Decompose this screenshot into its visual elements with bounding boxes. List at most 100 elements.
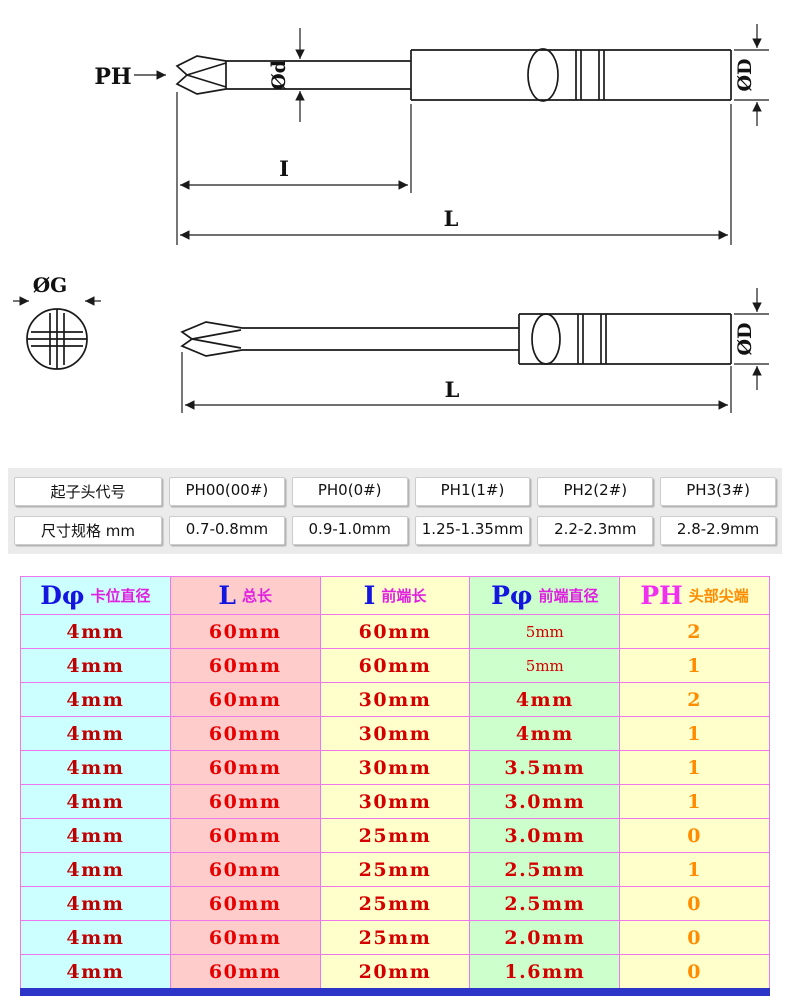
size-cell: 4mm [20, 954, 171, 993]
ball-groove-ellipse [527, 48, 559, 102]
size-cell: 25mm [319, 886, 471, 921]
size-cell: 0 [619, 818, 770, 853]
size-cell: 4mm [20, 648, 171, 683]
size-cell: 1 [619, 648, 770, 683]
size-cell: 0 [619, 886, 770, 921]
size-cell: 2.5mm [469, 886, 621, 921]
size-cell: 60mm [169, 818, 321, 853]
size-cell: 3.0mm [469, 818, 621, 853]
spec-value-cell: PH2(2#) [537, 477, 654, 506]
size-cell: 60mm [169, 852, 321, 887]
header-label: 卡位直径 [90, 587, 151, 605]
bit-cross-section: ØG [13, 273, 101, 370]
spec-value-cell: 2.8-2.9mm [660, 516, 776, 545]
spec-row-label: 起子头代号 [14, 477, 162, 506]
size-cell: 0 [619, 920, 770, 955]
tip-flute-line [191, 338, 242, 349]
size-cell: 5mm [469, 648, 621, 683]
size-cell: 5mm [469, 614, 621, 649]
size-column-header: I 前端长 [319, 576, 471, 615]
spec-value-cell: 0.9-1.0mm [291, 516, 408, 545]
header-label: 前端直径 [538, 587, 599, 605]
header-label: 头部尖端 [688, 587, 749, 605]
spec-value-cell: PH3(3#) [660, 477, 776, 506]
tip-flute-line [186, 62, 227, 76]
bit-tip [180, 321, 243, 357]
spec-value-cell: 1.25-1.35mm [414, 516, 531, 545]
size-cell: 25mm [319, 818, 471, 853]
header-label: 总长 [241, 587, 272, 605]
spec-value-cell: PH1(1#) [414, 477, 531, 506]
i-dim-label: I [279, 156, 289, 181]
size-cell: 60mm [169, 614, 321, 649]
ball-groove-ellipse [531, 313, 561, 365]
l2-dim-label: L [445, 377, 460, 402]
size-cell: 30mm [319, 784, 471, 819]
size-cell: 4mm [20, 614, 171, 649]
size-cell: 4mm [469, 682, 621, 717]
size-cell: 60mm [169, 750, 321, 785]
size-cell: 60mm [169, 920, 321, 955]
og-label: ØG [33, 273, 68, 297]
size-cell: 1 [619, 750, 770, 785]
size-cell: 4mm [20, 750, 171, 785]
size-cell: 1 [619, 716, 770, 751]
size-cell: 2.0mm [469, 920, 621, 955]
size-column-header: Pφ 前端直径 [469, 576, 621, 615]
size-cell: 4mm [20, 818, 171, 853]
bit-tip [175, 55, 227, 95]
size-column-header: L 总长 [169, 576, 321, 615]
od-big-label: ØD [734, 58, 756, 91]
size-cell: 4mm [20, 682, 171, 717]
ph-label: PH [94, 64, 131, 90]
spec-value-cell: PH00(00#) [169, 477, 285, 506]
size-cell: 60mm [169, 784, 321, 819]
size-cell: 25mm [319, 852, 471, 887]
size-cell: 2.5mm [469, 852, 621, 887]
header-code: L [218, 581, 236, 610]
size-cell: 1 [619, 784, 770, 819]
bit-side-view-bottom: ØD L [180, 288, 769, 413]
header-code: Pφ [491, 581, 533, 610]
size-cell: 4mm [20, 852, 171, 887]
size-cell: 30mm [319, 682, 471, 717]
spec-value-cell: 0.7-0.8mm [169, 516, 285, 545]
size-cell: 0 [619, 954, 770, 993]
spec-row-label: 尺寸规格 mm [14, 516, 162, 545]
size-cell: 4mm [20, 784, 171, 819]
size-cell: 25mm [319, 920, 471, 955]
size-cell: 30mm [319, 750, 471, 785]
bit-technical-drawing: PH Ød [0, 0, 790, 460]
size-cell: 1.6mm [469, 954, 621, 993]
size-cell: 4mm [469, 716, 621, 751]
size-cell: 60mm [319, 614, 471, 649]
od-small-label: Ød [268, 60, 290, 90]
size-cell: 2 [619, 614, 770, 649]
header-code: I [363, 581, 376, 610]
header-label: 前端长 [381, 587, 427, 605]
spec-value-cell: 2.2-2.3mm [537, 516, 654, 545]
size-cell: 60mm [169, 682, 321, 717]
size-cell: 60mm [169, 886, 321, 921]
l-dim-label: L [444, 206, 459, 231]
size-cell: 4mm [20, 886, 171, 921]
size-cell: 30mm [319, 716, 471, 751]
od-big2-label: ØD [734, 322, 756, 355]
size-cell: 3.0mm [469, 784, 621, 819]
size-cell: 60mm [169, 716, 321, 751]
size-cell: 20mm [319, 954, 471, 993]
size-cell: 2 [619, 682, 770, 717]
